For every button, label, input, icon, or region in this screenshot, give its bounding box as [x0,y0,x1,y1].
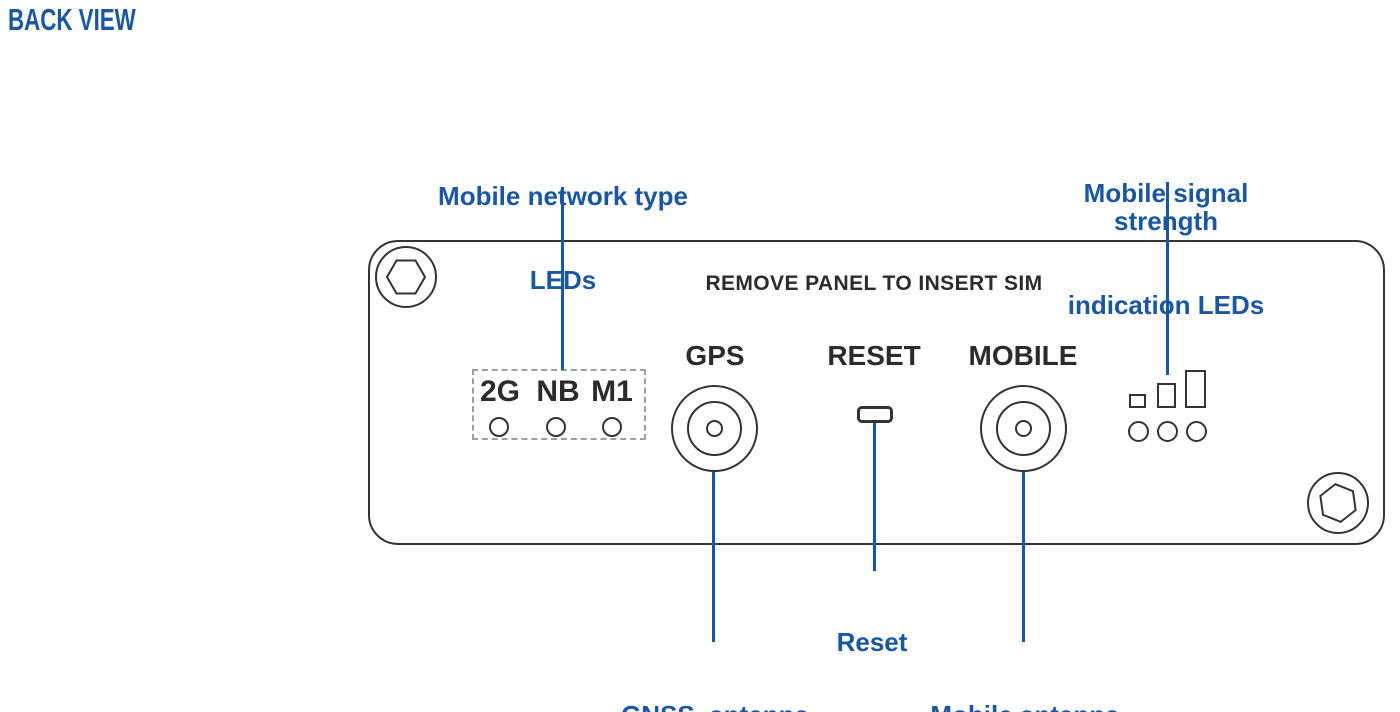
callout-line: Mobile antenna [930,701,1119,712]
mobile-connector-outer-ring [980,385,1067,472]
gps-connector-middle-ring [687,401,742,456]
device-panel [368,240,1385,545]
led-m1-label: M1 [591,375,633,408]
callout-line: GNSS antenna [621,701,809,712]
callout-line: Mobile signal strength [1083,178,1256,236]
callout-gnss-antenna-connector: GNSS antenna connector [621,645,809,712]
callout-line: LEDs [529,265,597,295]
leader-line-signal-leds [1166,182,1169,375]
mobile-label: MOBILE [968,340,1078,371]
leader-line-gnss-connector [712,472,715,642]
signal-led-3 [1186,421,1207,442]
leader-line-network-leds [561,187,564,370]
callout-line: indication LEDs [1067,290,1265,320]
signal-bar-medium [1157,383,1176,408]
led-2g-label: 2G [479,375,521,408]
callout-reset-button: Reset button [832,572,913,712]
network-led-group-box [472,369,646,440]
callout-line: Mobile network type [438,181,688,211]
callout-network-type-leds: Mobile network type LEDs [438,126,688,350]
leader-line-reset-button [873,423,876,571]
gps-connector-outer-ring [671,385,758,472]
page-title: BACK VIEW [8,2,136,37]
callout-line: Reset [836,627,908,657]
leader-line-mobile-connector [1022,472,1025,642]
sim-notice-text: REMOVE PANEL TO INSERT SIM [705,272,1043,295]
callout-mobile-antenna-connector: Mobile antenna connector [930,645,1119,712]
signal-led-1 [1128,421,1149,442]
led-nb-label: NB [536,375,580,408]
gps-connector-pin [706,420,723,437]
reset-label: RESET [827,340,921,371]
callout-signal-strength-leds: Mobile signal strength indication LEDs [1049,123,1283,375]
signal-bar-small [1129,394,1146,408]
mobile-connector-pin [1015,420,1032,437]
screw-top-left-icon [375,246,437,308]
screw-bottom-right-icon [1307,472,1369,534]
signal-led-2 [1157,421,1178,442]
reset-button [857,406,893,423]
signal-bar-large [1185,370,1206,408]
led-nb-indicator [546,417,566,437]
mobile-connector-middle-ring [996,401,1051,456]
led-m1-indicator [602,417,622,437]
gps-label: GPS [685,340,745,371]
led-2g-indicator [489,417,509,437]
